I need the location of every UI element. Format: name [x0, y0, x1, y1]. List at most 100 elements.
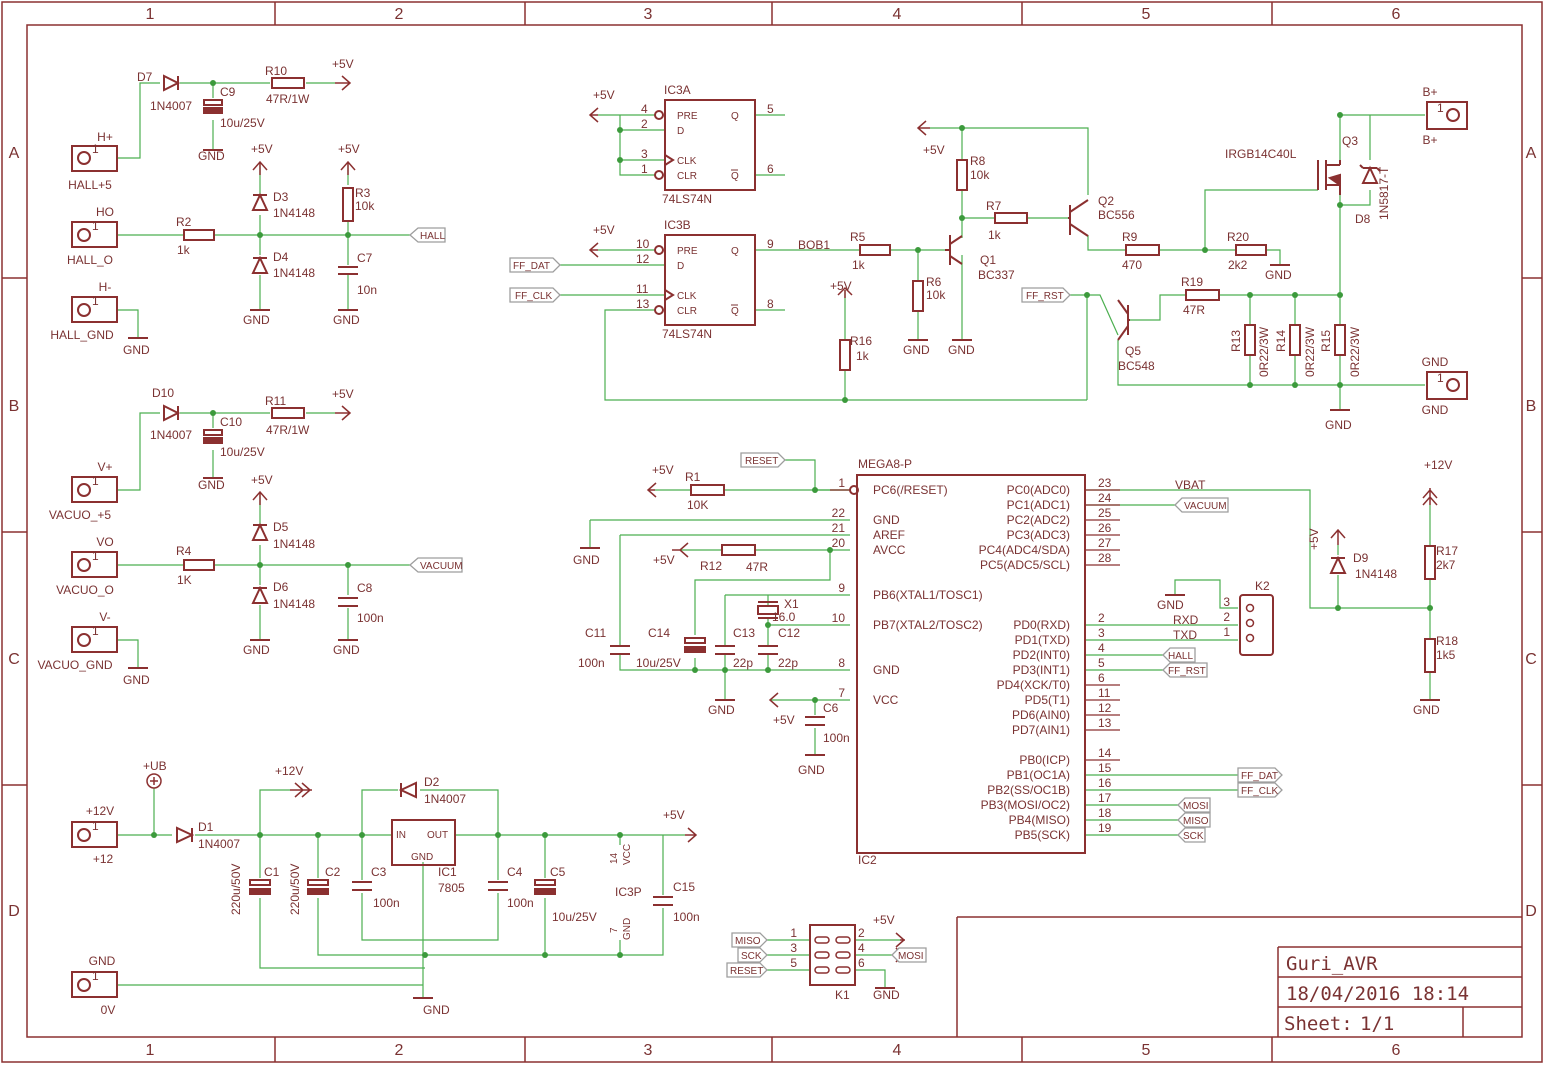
svg-text:+12V: +12V — [275, 764, 303, 778]
mcu-pin-name: PD4(XCK/T0) — [997, 678, 1070, 692]
ref-IC2: MEGA8-P — [858, 457, 912, 471]
mcu-pin-name: PC2(ADC2) — [1007, 513, 1070, 527]
row-label: D — [1525, 903, 1537, 920]
svg-text:+5V: +5V — [652, 463, 674, 477]
svg-text:10k: 10k — [970, 168, 990, 182]
svg-text:2k7: 2k7 — [1436, 558, 1456, 572]
svg-text:47R/1W: 47R/1W — [266, 423, 310, 437]
svg-text:1N4148: 1N4148 — [273, 597, 315, 611]
k2-pin-number: 1 — [1223, 625, 1230, 639]
row-label: D — [8, 903, 20, 920]
svg-text:Q: Q — [731, 306, 739, 317]
mcu-pin-number: 5 — [1098, 656, 1105, 670]
diode-D6 — [251, 585, 269, 604]
transistor-Q5 — [1117, 299, 1130, 341]
k1-pin-pad — [835, 966, 851, 974]
svg-text:GND: GND — [573, 553, 600, 567]
ref-R2: R2 — [176, 215, 192, 229]
mcu-pin-number: 17 — [1098, 791, 1112, 805]
k2-pin-hole — [1245, 603, 1255, 613]
col-label: 1 — [146, 1042, 155, 1059]
net-label-ff-rst: FF_RST — [1168, 666, 1206, 677]
mcu-pin-number: 24 — [1098, 491, 1112, 505]
svg-text:2: 2 — [641, 117, 648, 131]
svg-text:0R22/3W: 0R22/3W — [1257, 326, 1271, 377]
sheet-value: 1/1 — [1360, 1013, 1394, 1035]
ref-Q2: Q2 — [1098, 194, 1114, 208]
svg-text:7805: 7805 — [438, 881, 465, 895]
svg-text:CLR: CLR — [677, 171, 697, 182]
svg-text:6: 6 — [767, 162, 774, 176]
svg-text:1N5817-T: 1N5817-T — [1377, 166, 1391, 220]
svg-text:+5V: +5V — [653, 553, 675, 567]
frame-row-labels-right: A B C D — [1525, 145, 1537, 920]
svg-text:VCC: VCC — [622, 844, 633, 865]
svg-text:1N4007: 1N4007 — [424, 792, 466, 806]
svg-text:10n: 10n — [357, 283, 377, 297]
mcu-pin-number: 18 — [1098, 806, 1112, 820]
svg-text:14: 14 — [609, 852, 620, 864]
svg-text:+12V: +12V — [1424, 458, 1452, 472]
mcu-pin-name: AREF — [873, 528, 905, 542]
ref-Q5: Q5 — [1125, 344, 1141, 358]
svg-text:GND: GND — [622, 918, 633, 940]
mcu-pin-name: PD3(INT1) — [1013, 663, 1070, 677]
ref-C2: C2 — [325, 865, 341, 879]
frame-row-labels-left: A B C D — [8, 145, 20, 920]
svg-text:1K: 1K — [177, 573, 192, 587]
svg-text:+5V: +5V — [593, 88, 615, 102]
ref-R19: R19 — [1181, 275, 1203, 289]
ref-C7: C7 — [357, 251, 373, 265]
connector-name: GND — [89, 954, 116, 968]
mcu-pin-name: PD1(TXD) — [1015, 633, 1070, 647]
svg-text:CLK: CLK — [677, 291, 697, 302]
transistors — [945, 160, 1341, 341]
ref-C4: C4 — [507, 865, 523, 879]
component-bodies — [71, 77, 1468, 998]
svg-text:10u/25V: 10u/25V — [552, 910, 597, 924]
net-label-ff-rst: FF_RST — [1026, 291, 1064, 302]
connector-name: H- — [99, 280, 112, 294]
mcu-pin-name: PB2(SS/OC1B) — [987, 783, 1070, 797]
svg-text:+5V: +5V — [251, 142, 273, 156]
svg-text:+5V: +5V — [873, 913, 895, 927]
svg-text:10u/25V: 10u/25V — [636, 656, 681, 670]
mcu-pin-name: PD2(INT0) — [1013, 648, 1070, 662]
k1-pin-number: 6 — [858, 956, 865, 970]
mcu-pin-number: 15 — [1098, 761, 1112, 775]
svg-text:12: 12 — [636, 252, 650, 266]
net-label-reset: RESET — [730, 966, 763, 977]
ref-R17: R17 — [1436, 544, 1458, 558]
ref-X1: X1 — [784, 597, 799, 611]
diode-D7 — [163, 74, 181, 92]
mcu-pin-number: 10 — [832, 611, 846, 625]
mcu-pin-number: 3 — [1098, 626, 1105, 640]
mcu-pin-name: GND — [873, 513, 900, 527]
diode-D9 — [1329, 555, 1347, 574]
svg-text:10u/25V: 10u/25V — [220, 445, 265, 459]
ref-C5: C5 — [550, 865, 566, 879]
diode-D3 — [251, 192, 269, 211]
diode-D8 — [1359, 164, 1381, 184]
mcu-pin-name: PD0(RXD) — [1013, 618, 1070, 632]
connector-label: HALL+5 — [68, 178, 112, 192]
svg-text:10k: 10k — [355, 199, 375, 213]
mcu-pin-number: 23 — [1098, 476, 1112, 490]
connector-name: GND — [1422, 355, 1449, 369]
diode-D4 — [251, 255, 269, 274]
svg-text:10k: 10k — [926, 288, 946, 302]
svg-text:+UB: +UB — [143, 759, 167, 773]
mcu-right-pins: 23PC0(ADC0)24PC1(ADC1)25PC2(ADC2)26PC3(A… — [979, 476, 1112, 842]
mcu-pin-number: 9 — [838, 581, 845, 595]
svg-text:CLK: CLK — [677, 156, 697, 167]
col-label: 6 — [1392, 6, 1401, 23]
k2-pin-number: 2 — [1223, 610, 1230, 624]
svg-text:1: 1 — [1437, 101, 1444, 115]
ref-IC3B: IC3B — [664, 218, 691, 232]
connector-name: +12V — [86, 804, 114, 818]
